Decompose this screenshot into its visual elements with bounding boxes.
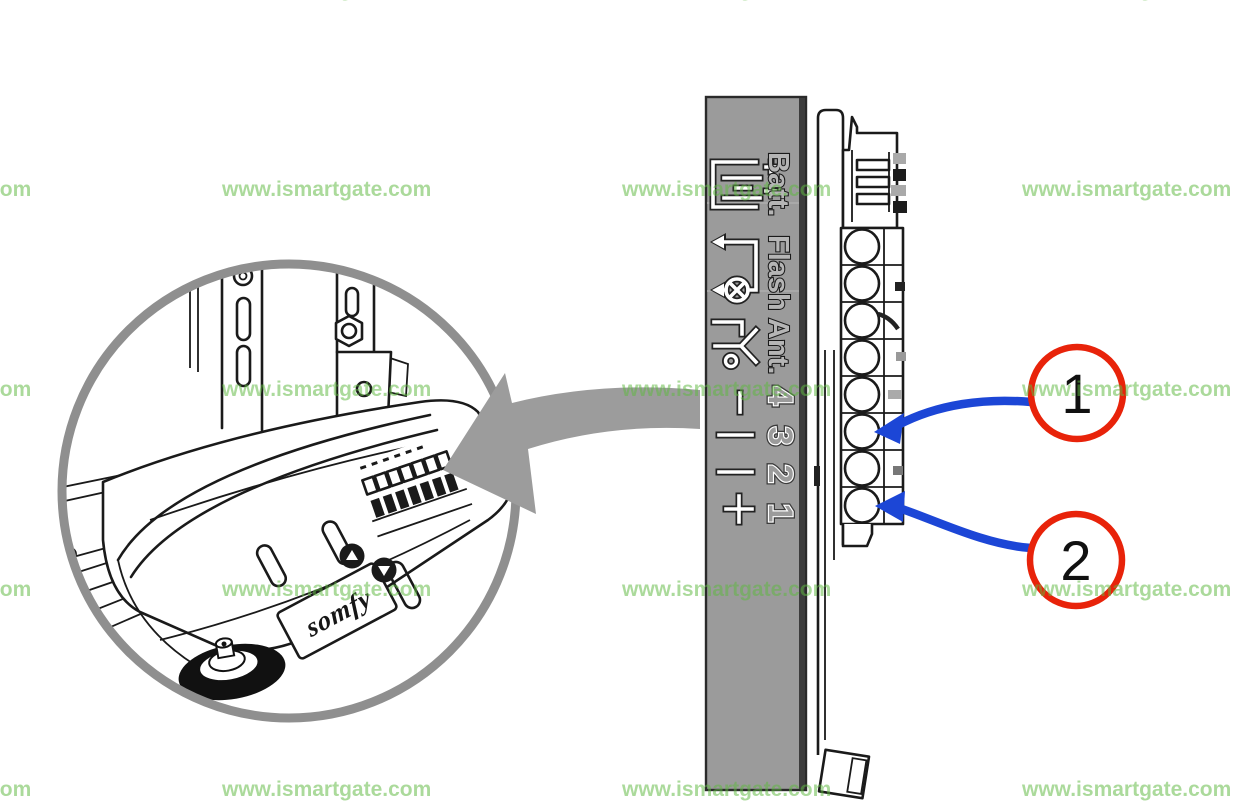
panel-terminal-1: 1 bbox=[761, 504, 799, 523]
watermark-text: www.ismartgate.com bbox=[0, 178, 32, 201]
inset-line-art: somfy bbox=[65, 267, 513, 701]
screw-terminal-strip bbox=[839, 226, 906, 526]
watermark-text: www.ismartgate.com bbox=[0, 778, 32, 801]
battery-connector bbox=[841, 115, 907, 230]
screw-terminal-2 bbox=[843, 265, 881, 302]
callout-arrow-1-line bbox=[893, 396, 1036, 430]
vent-pill bbox=[255, 544, 288, 588]
panel-label-ant: Ant. bbox=[762, 318, 794, 374]
svg-text:1: 1 bbox=[761, 504, 799, 523]
zoom-arrow bbox=[443, 373, 700, 514]
callout-1: 1 bbox=[1027, 343, 1127, 443]
watermark-text: www.ismartgate.com bbox=[1022, 178, 1232, 201]
watermark-text: www.ismartgate.com bbox=[0, 578, 32, 601]
panel-terminal-2: 2 bbox=[761, 465, 799, 484]
watermark-text: www.ismartgate.com bbox=[622, 0, 831, 3]
watermark-text: www.ismartgate.com bbox=[0, 0, 31, 3]
panel-terminal-4: 4 bbox=[761, 387, 799, 406]
terminal-label-panel: Batt. Flash Ant. 4 4 3 3 2 2 1 1 bbox=[704, 95, 808, 792]
screw-terminal-1 bbox=[843, 228, 881, 265]
device-label-area: somfy bbox=[255, 520, 422, 660]
watermark-text: www.ismartgate.com bbox=[1022, 0, 1231, 3]
panel-edge bbox=[799, 98, 805, 789]
inset-terminal-block bbox=[349, 431, 477, 544]
watermark-text: www.ismartgate.com bbox=[0, 378, 32, 401]
callout-arrow-2-line bbox=[894, 503, 1036, 553]
watermark-text: www.ismartgate.com bbox=[622, 578, 832, 601]
connector-pad-gray bbox=[891, 185, 906, 196]
terminal-block-side-view bbox=[814, 108, 907, 800]
watermark-text: www.ismartgate.com bbox=[1022, 778, 1232, 801]
lamp-socket bbox=[178, 637, 286, 701]
watermark-text: www.ismartgate.com bbox=[1022, 578, 1232, 601]
watermark-text: www.ismartgate.com bbox=[222, 0, 431, 3]
watermark-text: www.ismartgate.com bbox=[222, 578, 432, 601]
inset-device-view: somfy bbox=[57, 259, 521, 723]
panel-labels: Batt. Flash Ant. 4 4 3 3 2 2 1 1 bbox=[759, 151, 802, 525]
somfy-label-plate bbox=[276, 562, 398, 660]
battery-icon bbox=[709, 158, 780, 211]
antenna-icon bbox=[710, 318, 761, 370]
connector-pad-gray bbox=[893, 153, 906, 164]
terminal-screws bbox=[361, 450, 453, 496]
callout-1-number: 1 bbox=[1061, 362, 1092, 425]
screw-terminal-7 bbox=[843, 450, 881, 487]
callout-arrows bbox=[874, 396, 1036, 553]
panel-label-batt: Batt. bbox=[762, 152, 794, 216]
plus-symbol bbox=[722, 492, 756, 526]
callout-2-number: 2 bbox=[1060, 529, 1091, 592]
callout-arrow-2-head bbox=[875, 491, 905, 522]
hex-nut bbox=[334, 314, 364, 348]
panel-body bbox=[704, 95, 808, 792]
screw-terminal-5 bbox=[843, 376, 881, 413]
callout-2: 2 bbox=[1026, 510, 1126, 610]
connector-pad-black bbox=[893, 201, 907, 213]
watermark-text: www.ismartgate.com bbox=[622, 178, 832, 201]
callout-arrow-1-head bbox=[874, 413, 904, 444]
svg-text:3: 3 bbox=[761, 427, 799, 446]
watermark-text: www.ismartgate.com bbox=[222, 178, 432, 201]
svg-text:2: 2 bbox=[761, 465, 799, 484]
wire-squiggle bbox=[877, 311, 900, 331]
watermark-text: www.ismartgate.com bbox=[222, 778, 432, 801]
device-feet bbox=[817, 524, 874, 800]
watermark-text: www.ismartgate.com bbox=[222, 378, 432, 401]
screw-terminal-4 bbox=[843, 339, 881, 376]
panel-terminal-3: 3 bbox=[761, 427, 799, 446]
terminal-teeth bbox=[370, 472, 459, 518]
callout-2-circle bbox=[1026, 510, 1126, 610]
watermark-text: www.ismartgate.com bbox=[622, 778, 832, 801]
connector-pad-black bbox=[893, 169, 906, 181]
watermark-text: www.ismartgate.com bbox=[1022, 378, 1232, 401]
flash-lamp-icon bbox=[710, 233, 760, 305]
watermark-text: www.ismartgate.com bbox=[622, 378, 832, 401]
panel-label-flash: Flash bbox=[762, 235, 794, 311]
svg-text:4: 4 bbox=[761, 387, 799, 406]
screw-terminal-3 bbox=[843, 302, 881, 339]
left-hanger-strap bbox=[189, 267, 264, 432]
callout-1-circle bbox=[1027, 343, 1127, 443]
